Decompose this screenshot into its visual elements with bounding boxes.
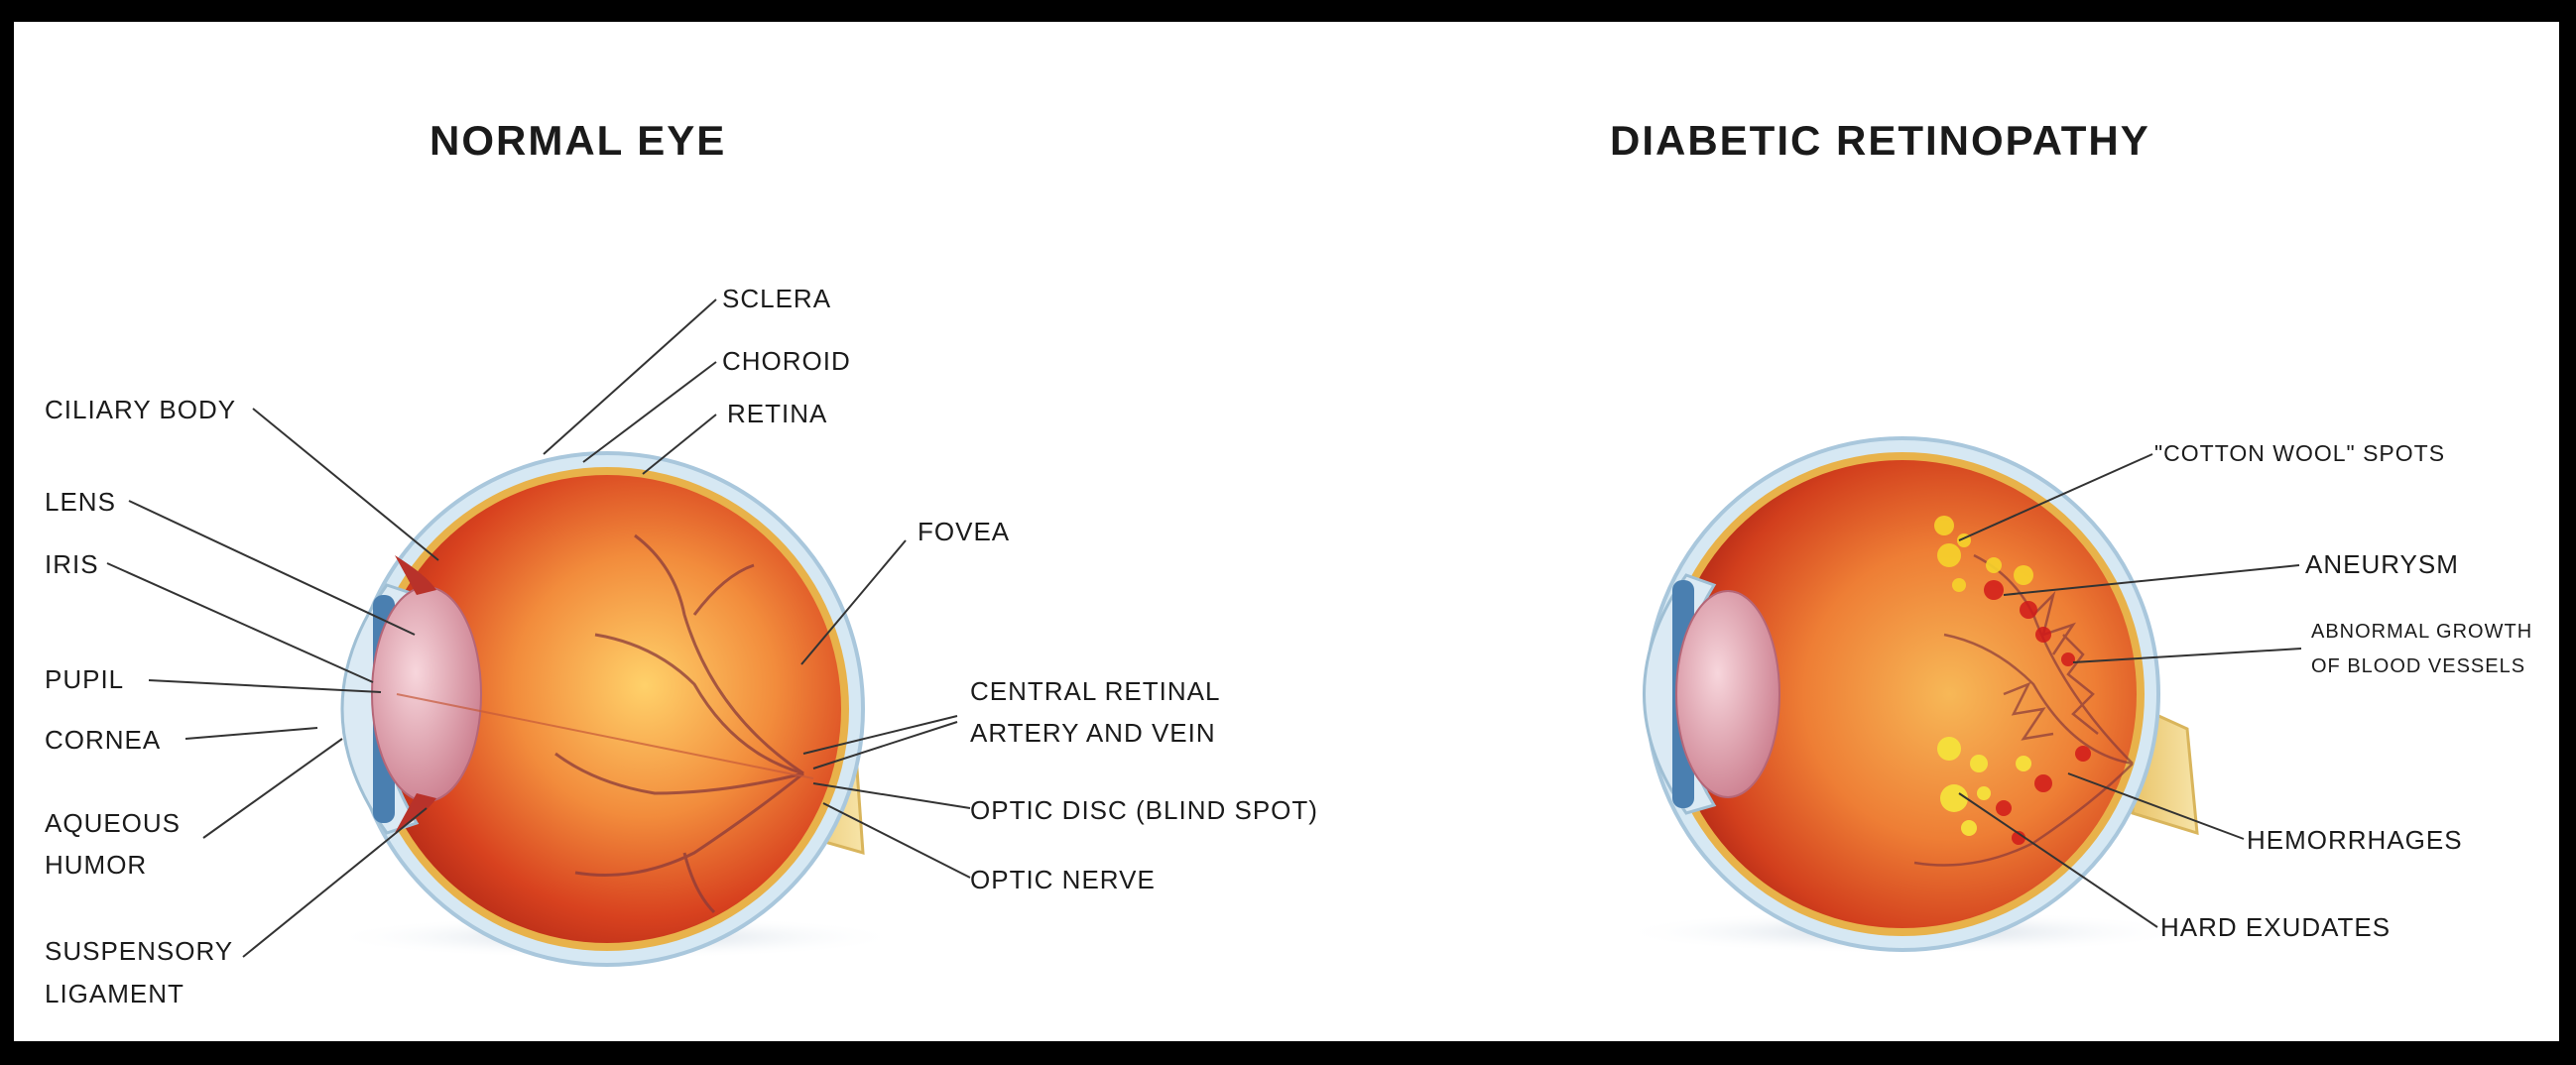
label-optic-nerve: OPTIC NERVE [970,859,1156,900]
normal-eye-illustration [327,453,903,965]
label-aneurysm: ANEURYSM [2305,543,2459,585]
label-abnormal-growth: ABNORMAL GROWTH [2311,615,2532,650]
label-central-retinal: CENTRAL RETINAL [970,670,1220,712]
label-aqueous: AQUEOUS [45,802,181,844]
diabetic-retinopathy-title: DIABETIC RETINOPATHY [1610,117,2150,165]
label-ligament: LIGAMENT [45,973,184,1014]
label-humor: HUMOR [45,844,147,886]
label-fovea: FOVEA [918,511,1010,552]
label-optic-disc: OPTIC DISC (BLIND SPOT) [970,789,1318,831]
label-ciliary-body: CILIARY BODY [45,389,236,430]
label-iris: IRIS [45,543,99,585]
lens-shape [372,587,481,801]
label-retina: RETINA [727,393,827,434]
normal-eye-title: NORMAL EYE [429,117,726,165]
label-cornea: CORNEA [45,719,161,761]
label-pupil: PUPIL [45,658,124,700]
label-choroid: CHOROID [722,340,851,382]
label-sclera: SCLERA [722,278,831,319]
lens-shape-2 [1676,591,1779,797]
label-hard-exudates: HARD EXUDATES [2160,906,2391,948]
label-suspensory: SUSPENSORY [45,930,233,972]
label-hemorrhages: HEMORRHAGES [2247,819,2463,861]
diabetic-eye-illustration [1617,438,2197,954]
label-cotton-wool-spots: "COTTON WOOL" SPOTS [2154,436,2445,471]
label-artery-and-vein: ARTERY AND VEIN [970,712,1216,754]
label-of-blood-vessels: OF BLOOD VESSELS [2311,650,2525,684]
label-lens: LENS [45,481,116,523]
